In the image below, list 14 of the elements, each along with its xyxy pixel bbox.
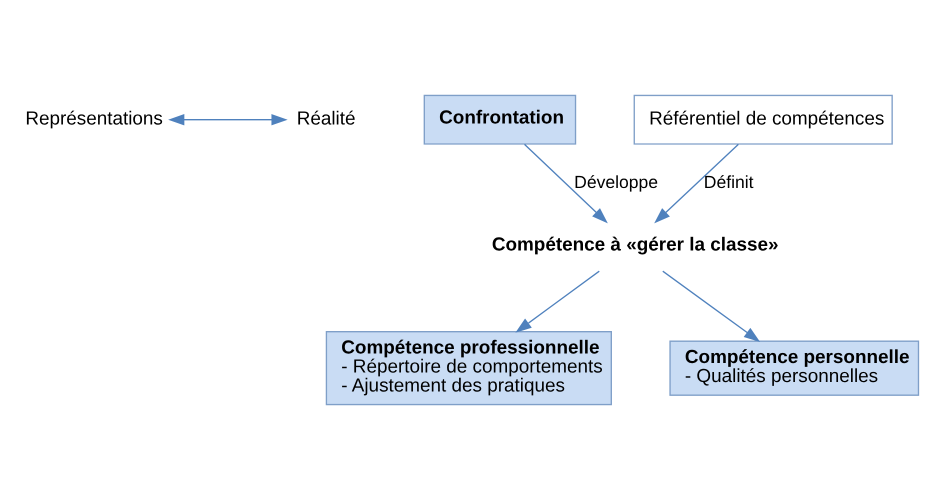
arrow bbox=[654, 144, 739, 224]
node-box: Compétence personnelle - Qualités personnelles bbox=[669, 340, 920, 396]
node-box: Référentiel de compétences bbox=[634, 94, 893, 145]
node-box: Compétence professionnelle - Répertoire de comportements - Ajustement des pratiques bbox=[326, 331, 612, 406]
arrow bbox=[662, 270, 760, 342]
arrow bbox=[168, 114, 288, 126]
node-box: Confrontation bbox=[424, 94, 576, 145]
edge-label: Définit bbox=[704, 172, 754, 192]
arrow bbox=[524, 144, 608, 224]
node-text: Compétence à «gérer la classe» bbox=[492, 234, 778, 256]
edge-label: Développe bbox=[574, 172, 658, 192]
node-text: Réalité bbox=[296, 108, 356, 130]
node-text: Représentations bbox=[25, 108, 163, 130]
arrow bbox=[515, 270, 600, 333]
